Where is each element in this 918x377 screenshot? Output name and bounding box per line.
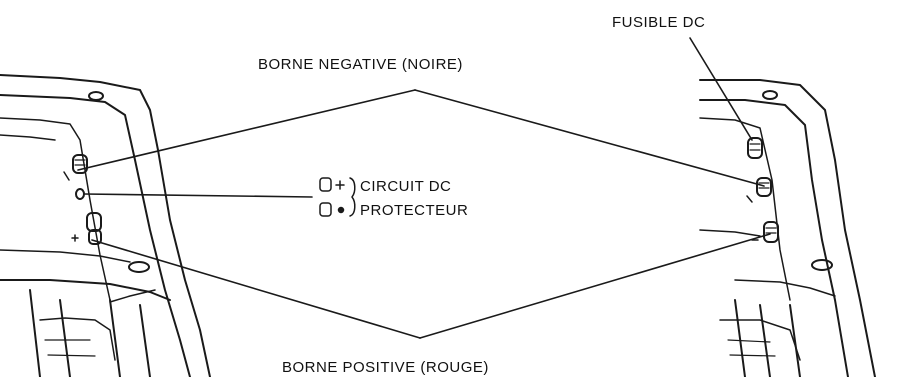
label-fusible-dc: FUSIBLE DC — [612, 14, 705, 31]
label-borne-positive: BORNE POSITIVE (ROUGE) — [282, 359, 489, 376]
label-borne-negative: BORNE NEGATIVE (NOIRE) — [258, 56, 463, 73]
left-negative-terminal — [63, 154, 88, 181]
leader-positive-left — [91, 239, 421, 339]
right-negative-terminal — [746, 177, 772, 203]
left-dc-protector-terminal — [75, 188, 85, 200]
dc-protector-symbol — [319, 177, 356, 217]
label-protecteur: PROTECTEUR — [360, 202, 468, 219]
leader-lines — [77, 37, 771, 339]
leader-fuse — [689, 37, 753, 141]
left-unit-panel — [0, 74, 211, 377]
right-fuse — [747, 137, 763, 159]
leader-dc-protector — [83, 193, 313, 198]
left-positive-terminal — [71, 212, 102, 245]
leader-negative-right — [414, 89, 765, 187]
label-circuit-dc: CIRCUIT DC — [360, 178, 451, 195]
right-unit-panel — [699, 79, 876, 377]
leader-positive-right — [419, 233, 771, 339]
right-positive-terminal — [751, 221, 779, 243]
leader-negative-left — [77, 89, 416, 171]
